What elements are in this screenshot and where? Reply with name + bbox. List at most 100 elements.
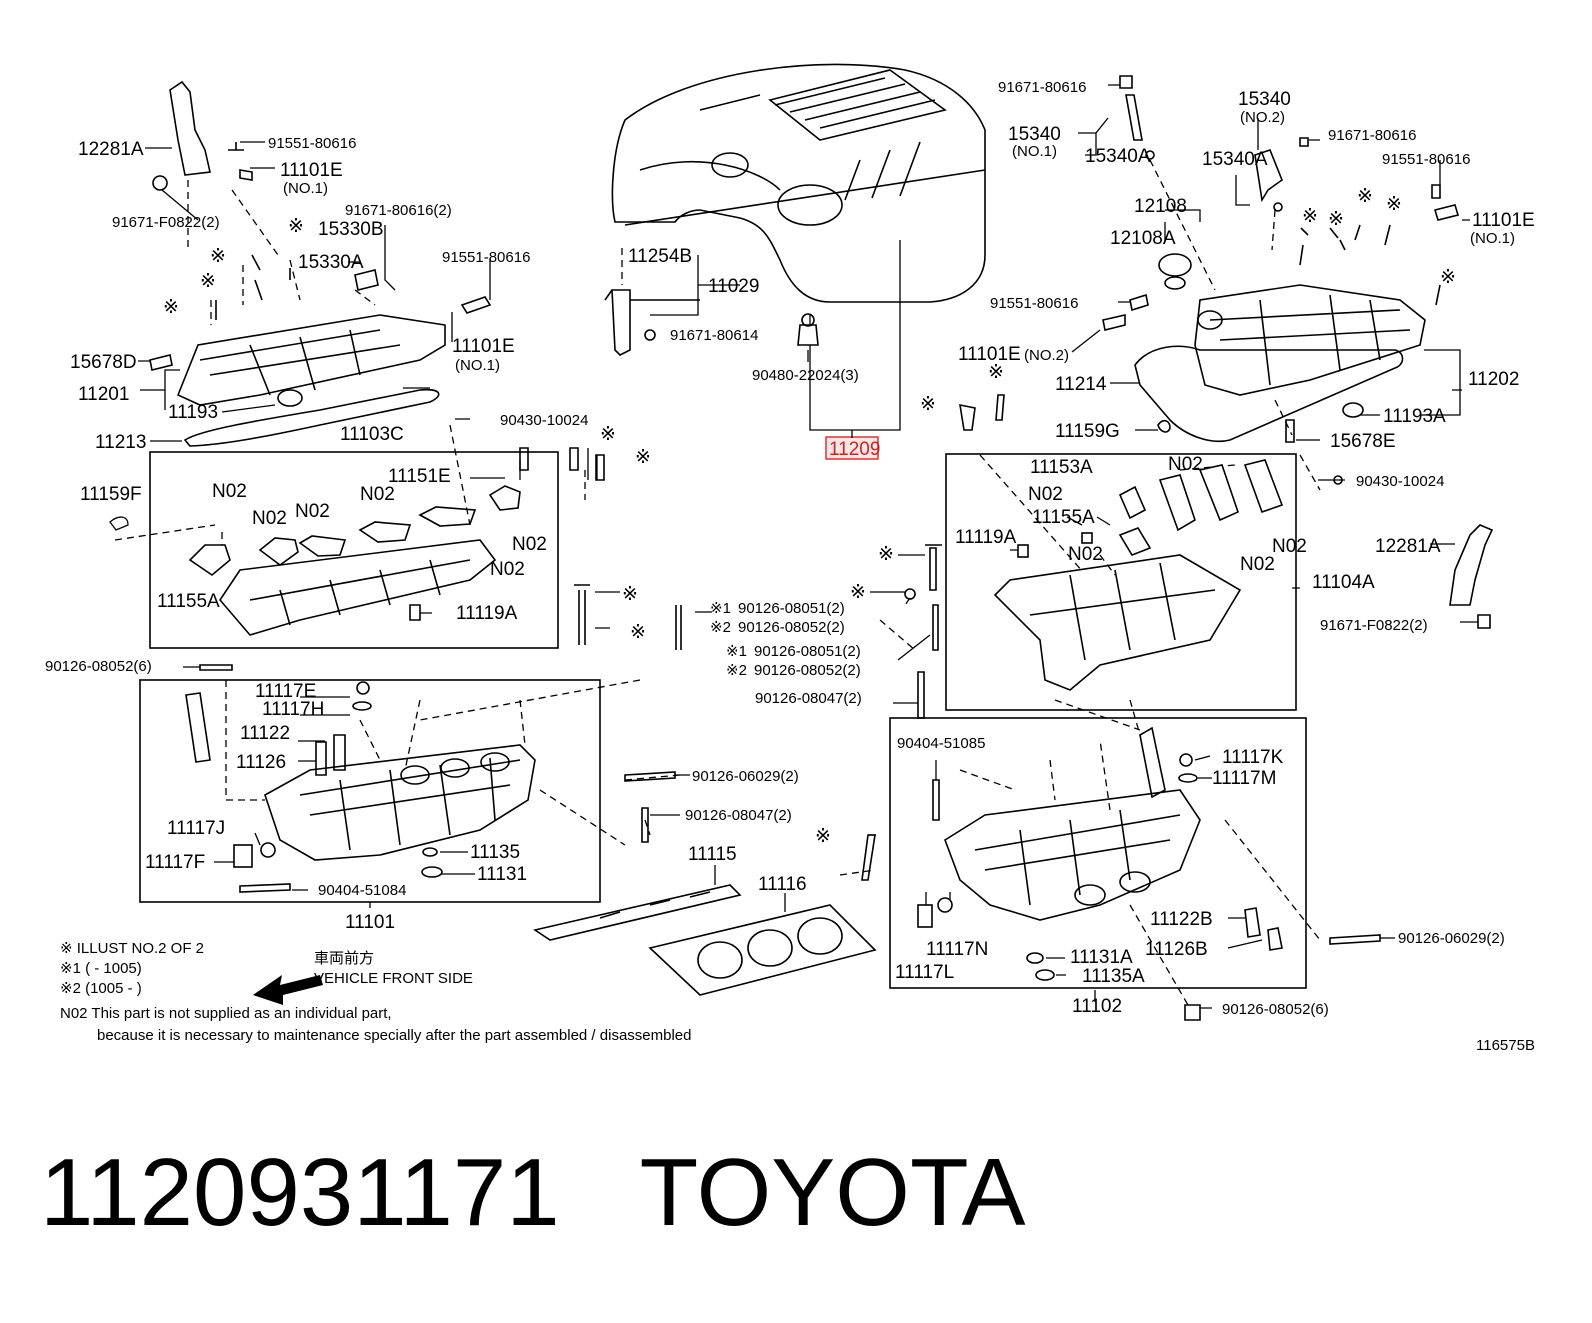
label-11151e[interactable]: 11151E: [388, 466, 451, 487]
label-12281a-right[interactable]: 12281A: [1375, 536, 1441, 557]
label-mark2-b: ※2: [726, 662, 747, 679]
label-90430-10024-a[interactable]: 90430-10024: [500, 412, 588, 429]
label-91671-80616-top[interactable]: 91671-80616: [998, 79, 1086, 96]
label-90126-08052-6-a[interactable]: 90126-08052(6): [45, 658, 152, 675]
label-11117k[interactable]: 11117K: [1222, 747, 1284, 768]
label-11202[interactable]: 11202: [1468, 369, 1519, 390]
label-90404-51085[interactable]: 90404-51085: [897, 735, 985, 752]
gasket-11214: [1134, 345, 1404, 443]
mark-11: ※: [920, 394, 936, 415]
lexus-emblem: [711, 152, 749, 178]
label-15330a[interactable]: 15330A: [298, 252, 364, 273]
label-11117f[interactable]: 11117F: [145, 852, 205, 873]
front-side-en: VEHICLE FRONT SIDE: [314, 970, 473, 987]
label-91671-80614[interactable]: 91671-80614: [670, 327, 758, 344]
label-11117m[interactable]: 11117M: [1212, 768, 1276, 789]
label-11119a-a[interactable]: 11119A: [456, 603, 518, 624]
label-11193a[interactable]: 11193A: [1383, 406, 1446, 427]
label-90126-08047-b[interactable]: 90126-08047(2): [755, 690, 862, 707]
label-90126-08047-a[interactable]: 90126-08047(2): [685, 807, 792, 824]
label-11101[interactable]: 11101: [345, 912, 395, 933]
label-15330b[interactable]: 15330B: [318, 219, 384, 240]
front-arrow-icon: [253, 975, 323, 1005]
label-91671-80616-r[interactable]: 91671-80616: [1328, 127, 1416, 144]
group-box-11102: [889, 717, 1307, 989]
label-12281a-left[interactable]: 12281A: [78, 139, 144, 160]
label-11102[interactable]: 11102: [1072, 996, 1122, 1017]
label-15340-b-sub: (NO.2): [1240, 109, 1285, 126]
label-90404-51084[interactable]: 90404-51084: [318, 882, 406, 899]
label-91671-f0822-b[interactable]: 91671-F0822(2): [1320, 617, 1428, 634]
label-90126-08052-6-b[interactable]: 90126-08052(6): [1222, 1001, 1329, 1018]
label-11119a-b[interactable]: 11119A: [955, 527, 1017, 548]
label-11159g[interactable]: 11159G: [1055, 421, 1120, 442]
label-12108[interactable]: 12108: [1134, 196, 1187, 217]
label-90126-06029-b[interactable]: 90126-06029(2): [1398, 930, 1505, 947]
label-11135[interactable]: 11135: [470, 842, 520, 863]
label-11155a-a[interactable]: 11155A: [157, 591, 220, 612]
label-11116[interactable]: 11116: [758, 874, 807, 895]
label-90126-08052-a[interactable]: 90126-08052(2): [738, 619, 845, 636]
label-11131a[interactable]: 11131A: [1070, 947, 1133, 968]
label-11101e-a[interactable]: 11101E: [280, 160, 343, 181]
label-11117n[interactable]: 11117N: [926, 939, 988, 960]
label-91551-80616-a[interactable]: 91551-80616: [268, 135, 356, 152]
label-11126[interactable]: 11126: [236, 752, 286, 773]
mark-10: ※: [850, 582, 866, 603]
mark-1: ※: [288, 216, 304, 237]
label-11115[interactable]: 11115: [688, 844, 737, 865]
tube-11122b: [1139, 726, 1166, 799]
label-91671-f0822-a[interactable]: 91671-F0822(2): [112, 214, 220, 231]
label-11201[interactable]: 11201: [78, 384, 129, 405]
label-11117l[interactable]: 11117L: [895, 962, 954, 983]
label-90126-08052-b[interactable]: 90126-08052(2): [754, 662, 861, 679]
label-11101e-c[interactable]: 11101E: [958, 344, 1021, 365]
label-15340-a[interactable]: 15340: [1008, 124, 1061, 145]
label-11214[interactable]: 11214: [1055, 374, 1107, 395]
label-91551-80616-r[interactable]: 91551-80616: [1382, 151, 1470, 168]
label-11122b[interactable]: 11122B: [1150, 909, 1213, 930]
label-90126-08051-a[interactable]: 90126-08051(2): [738, 600, 845, 617]
bracket-12281a-left: [169, 80, 211, 176]
label-11117h[interactable]: 11117H: [262, 699, 324, 720]
label-11104a[interactable]: 11104A: [1312, 572, 1375, 593]
label-n02-3: N02: [295, 501, 330, 522]
label-15678d[interactable]: 15678D: [70, 352, 137, 373]
label-11117e[interactable]: 11117E: [255, 681, 316, 702]
label-11103c[interactable]: 11103C: [340, 424, 404, 445]
label-90126-06029-a[interactable]: 90126-06029(2): [692, 768, 799, 785]
label-11131[interactable]: 11131: [477, 864, 527, 885]
cylinder-head-cover-left: [176, 314, 446, 406]
label-90480-22024[interactable]: 90480-22024(3): [752, 367, 859, 384]
label-11213[interactable]: 11213: [95, 432, 146, 453]
label-11029[interactable]: 11029: [708, 276, 759, 297]
label-15340a-a[interactable]: 15340A: [1085, 146, 1151, 167]
label-91671-80616-2[interactable]: 91671-80616(2): [345, 202, 452, 219]
label-11117j[interactable]: 11117J: [167, 818, 225, 839]
footer-part-info: 1120931171 TOYOTA: [40, 1138, 1026, 1248]
label-11209[interactable]: 11209: [829, 439, 880, 460]
label-90126-08051-b[interactable]: 90126-08051(2): [754, 643, 861, 660]
label-n02-6: N02: [490, 559, 525, 580]
label-91551-80616-c[interactable]: 91551-80616: [990, 295, 1078, 312]
label-12108a[interactable]: 12108A: [1110, 228, 1176, 249]
label-11122[interactable]: 11122: [240, 723, 290, 744]
label-11159f[interactable]: 11159F: [80, 484, 142, 505]
label-90430-10024-b[interactable]: 90430-10024: [1356, 473, 1444, 490]
label-91551-80616-b[interactable]: 91551-80616: [442, 249, 530, 266]
mark-9: ※: [878, 544, 894, 565]
label-11101e-b[interactable]: 11101E: [452, 336, 515, 357]
label-15340-b[interactable]: 15340: [1238, 89, 1291, 110]
label-11193[interactable]: 11193: [168, 402, 218, 423]
group-box-11104a: [945, 453, 1297, 711]
label-11155a-b[interactable]: 11155A: [1032, 507, 1095, 528]
label-11126b[interactable]: 11126B: [1145, 939, 1208, 960]
label-11135a[interactable]: 11135A: [1082, 966, 1145, 987]
label-15678e[interactable]: 15678E: [1330, 431, 1396, 452]
mark-14: ※: [1328, 209, 1344, 230]
label-11153a[interactable]: 11153A: [1030, 457, 1093, 478]
label-15340a-b[interactable]: 15340A: [1202, 149, 1268, 170]
label-11254b[interactable]: 11254B: [628, 246, 692, 267]
label-11101e-r[interactable]: 11101E: [1472, 210, 1535, 231]
